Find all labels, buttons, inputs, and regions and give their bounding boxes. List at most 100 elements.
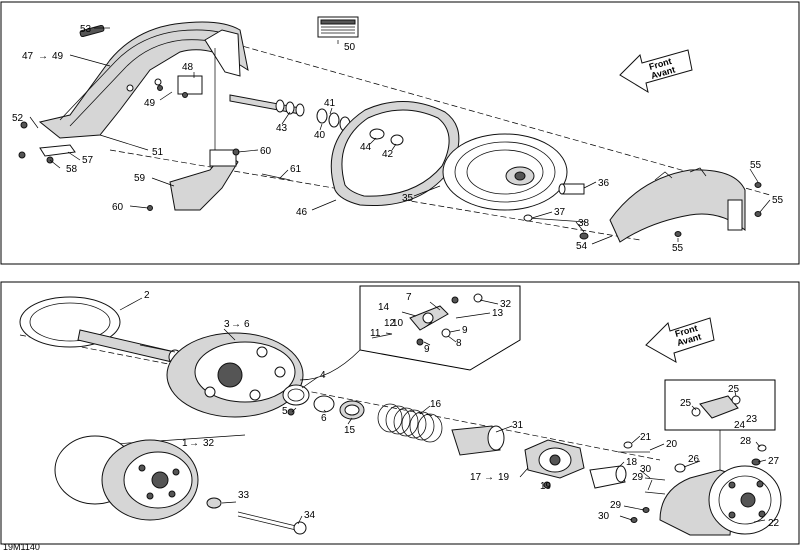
belt-guard (38, 21, 249, 139)
callout-20: 20 (666, 439, 678, 450)
callout-arrow: → (484, 472, 494, 483)
callout-61: 61 (290, 164, 302, 175)
screw (754, 182, 762, 188)
cam-cover (659, 430, 782, 536)
callout-25b: 25 (680, 398, 692, 409)
callout-arrow: → (38, 51, 48, 62)
callout-29b: 29 (610, 500, 622, 511)
roller-arm-detail (299, 285, 521, 381)
callout-57: 57 (82, 155, 94, 166)
driven-pulley (442, 133, 568, 211)
front-arrow-bottom: Front Avant (645, 317, 715, 363)
callout-19: 19 (498, 472, 510, 483)
bottom-panel-frame (0, 281, 800, 545)
top-panel-frame (0, 1, 800, 265)
callout-17: 17 (470, 472, 482, 483)
callout-11: 11 (370, 328, 381, 339)
sheave-rings (282, 384, 365, 420)
clutch-hub (524, 439, 585, 489)
callout-13: 13 (492, 308, 504, 319)
callout-14: 14 (378, 302, 390, 313)
callout-27: 27 (768, 456, 780, 467)
callout-40: 40 (314, 130, 326, 141)
callout-25a: 25 (728, 384, 740, 395)
callout-arrow: → (189, 438, 199, 449)
callout-60b: 60 (112, 202, 124, 213)
callout-26: 26 (688, 454, 700, 465)
callout-23: 23 (746, 414, 758, 425)
callout-53: 53 (80, 24, 92, 35)
callout-37: 37 (554, 207, 566, 218)
bracket-plate (177, 75, 203, 95)
drive-belt (330, 101, 460, 207)
callout-22: 22 (768, 518, 780, 529)
assembly-line (234, 43, 771, 196)
screw (674, 231, 682, 237)
callout-54: 54 (576, 241, 588, 252)
callout-33: 33 (238, 490, 250, 501)
callout-1: 1 (182, 438, 188, 449)
callout-49b: 49 (144, 98, 156, 109)
drawing-code: 19M1140 (3, 542, 40, 552)
group-bracket (99, 434, 246, 446)
callout-5: 5 (282, 406, 288, 417)
callout-43: 43 (276, 123, 288, 134)
callout-18: 18 (626, 457, 638, 468)
callout-59: 59 (134, 173, 146, 184)
callout-21: 21 (640, 432, 652, 443)
front-arrow-top: Front Avant (619, 49, 693, 94)
callout-28: 28 (740, 436, 752, 447)
callout-29a: 29 (632, 472, 644, 483)
callout-55a: 55 (750, 160, 762, 171)
callout-36: 36 (598, 178, 610, 189)
top-panel: Front Avant (12, 16, 784, 254)
movable-sheave (166, 332, 304, 418)
complete-pulley (54, 435, 199, 521)
rear-guard (609, 167, 746, 243)
callout-46: 46 (296, 207, 308, 218)
top-leaders (29, 27, 771, 245)
callout-6: 6 (244, 319, 250, 330)
callout-52: 52 (12, 113, 24, 124)
callout-30b: 30 (598, 511, 610, 522)
screw (754, 211, 762, 217)
callout-9a: 9 (462, 325, 468, 336)
callout-51: 51 (152, 147, 164, 158)
callout-7: 7 (406, 292, 412, 303)
callout-3: 3 (224, 319, 230, 330)
bottom-panel: Front Avant (19, 285, 782, 536)
callout-24: 24 (734, 420, 746, 431)
callout-6b: 6 (321, 413, 327, 424)
callout-arrow: → (231, 319, 241, 330)
bottom-leaders (119, 297, 767, 525)
callout-16: 16 (430, 399, 442, 410)
mounting-bolt (523, 214, 589, 240)
pulley-bolt (237, 511, 307, 535)
callout-30a: 30 (640, 464, 652, 475)
callout-47: 47 (22, 51, 34, 62)
hub-pins (589, 441, 650, 489)
callout-34: 34 (304, 510, 316, 521)
callout-48: 48 (182, 62, 194, 73)
callout-12: 12 (384, 318, 396, 329)
spacer (558, 183, 585, 195)
callout-35: 35 (402, 193, 414, 204)
callout-32b: 32 (500, 299, 512, 310)
washer (206, 497, 222, 509)
callout-55b: 55 (772, 195, 784, 206)
fixed-sheave (19, 296, 182, 365)
support-bracket (169, 48, 239, 211)
callout-32: 32 (203, 438, 215, 449)
callout-8: 8 (456, 338, 462, 349)
shaft-washers (229, 94, 351, 132)
callout-41: 41 (324, 98, 336, 109)
callout-38: 38 (578, 218, 590, 229)
assembly-line (19, 334, 661, 461)
cam-arm-detail (664, 379, 776, 431)
small-hardware (18, 85, 291, 211)
callout-60: 60 (260, 146, 272, 157)
warning-decal (317, 16, 359, 38)
callout-2: 2 (144, 290, 150, 301)
